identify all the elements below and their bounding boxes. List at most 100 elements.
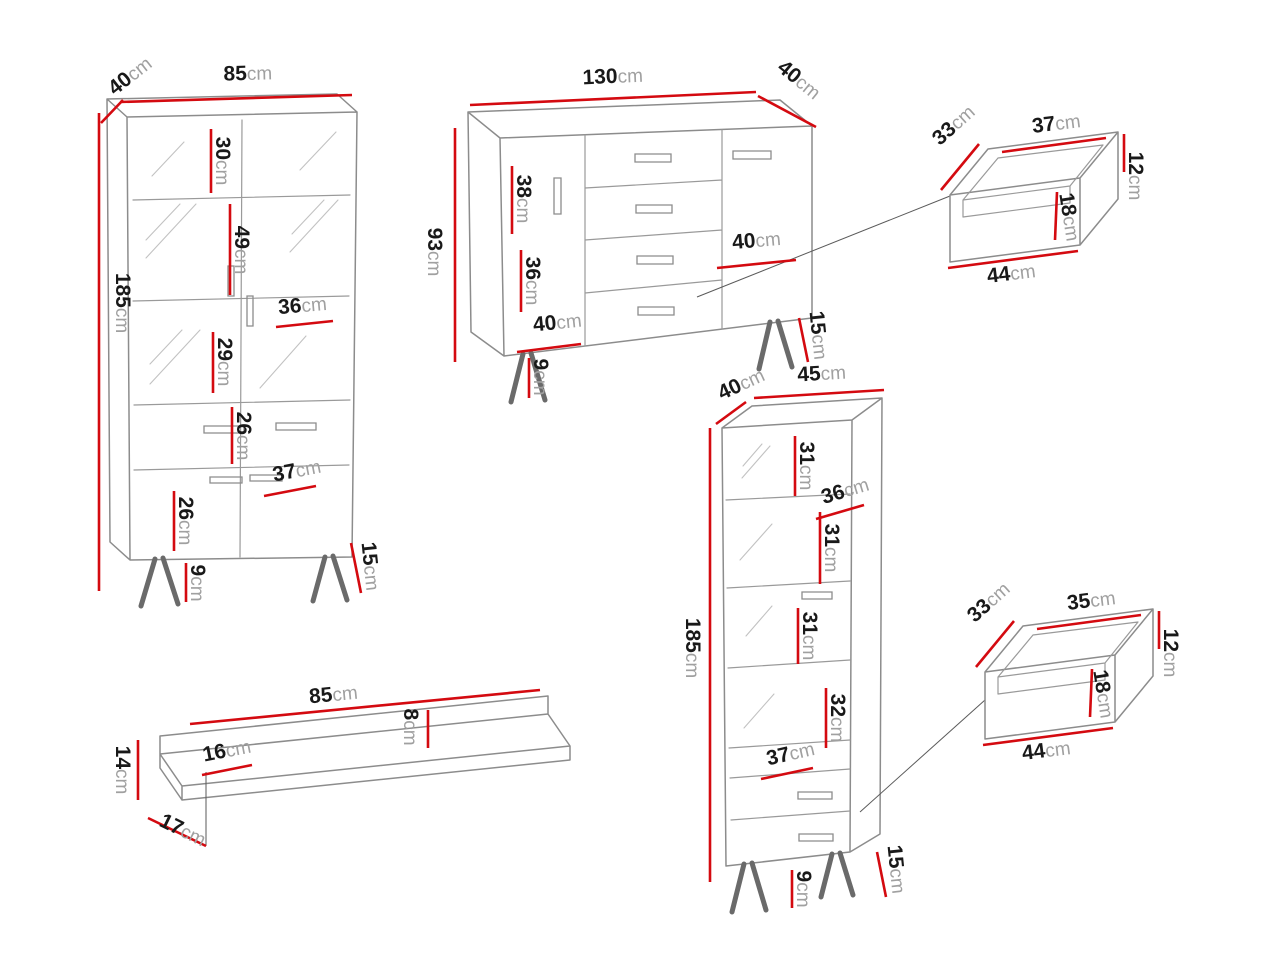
narrow-cabinet-inner-lines xyxy=(725,493,851,821)
dim-unit: cm xyxy=(174,520,195,545)
dim-shelf-1: 31cm xyxy=(795,442,818,491)
dim-unit: cm xyxy=(885,867,909,894)
dim-unit: cm xyxy=(224,737,253,762)
dim-unit: cm xyxy=(795,465,816,490)
dim-line-shelf-inner-width xyxy=(201,763,253,777)
dim-unit: cm xyxy=(792,882,813,907)
dim-value: 40 xyxy=(731,229,756,254)
dim-shelf-inner-width: 16cm xyxy=(201,735,253,767)
dim-shelf-3: 31cm xyxy=(798,612,821,661)
dim-value: 12 xyxy=(1124,152,1147,175)
dim-value: 18 xyxy=(1088,668,1114,695)
drawer-box-top: 33cm 37cm 12cm 18cm 44cm xyxy=(928,102,1147,288)
dim-shelf-board-thickness: 8cm xyxy=(399,708,422,745)
dim-line-drawer-top-width xyxy=(1001,136,1107,154)
dim-unit: cm xyxy=(230,249,251,274)
dim-value: 29 xyxy=(213,338,236,361)
dim-drawer-bottom-depth: 33cm xyxy=(963,577,1015,627)
dim-unit: cm xyxy=(617,66,643,88)
drawer-top-outline xyxy=(949,131,1119,263)
dim-shelf-width: 36cm xyxy=(818,473,871,509)
dim-unit: cm xyxy=(841,475,871,502)
dim-unit: cm xyxy=(798,635,819,660)
glass-hatch-lines xyxy=(145,131,339,389)
dim-narrow-height: 185cm xyxy=(681,618,704,678)
dim-unit: cm xyxy=(512,198,533,223)
dim-door-inner-width: 36cm xyxy=(277,292,328,319)
dim-value: 185 xyxy=(681,618,704,653)
dim-shelf-depth: 17cm xyxy=(156,809,210,851)
dim-value: 26 xyxy=(174,497,197,520)
dim-drawer-width: 40cm xyxy=(731,227,782,254)
dim-glass-section: 49cm xyxy=(230,226,253,275)
dim-line-drawer-top-front-width xyxy=(947,249,1079,270)
dim-sideboard-height: 93cm xyxy=(423,228,446,277)
narrow-cabinet: 40cm 45cm 185cm 31cm 36cm 31cm 31cm 32cm… xyxy=(681,361,986,915)
dim-line-drawer-bottom-front-width xyxy=(982,726,1114,747)
sideboard: 130cm 40cm 93cm 38cm 36cm 40cm 40cm 9cm … xyxy=(423,56,951,405)
dim-unit: cm xyxy=(111,769,132,794)
dim-middle-section: 29cm xyxy=(213,338,236,387)
dim-drawer-top-back-height: 12cm xyxy=(1124,152,1147,201)
dim-value: 31 xyxy=(798,612,821,636)
dim-value: 31 xyxy=(820,524,843,548)
dim-unit: cm xyxy=(555,311,582,335)
dim-line-narrow-depth xyxy=(715,400,747,426)
dim-drawer-bottom-back-height: 12cm xyxy=(1159,629,1182,678)
dim-line-shelf-width xyxy=(189,688,541,726)
dim-unit: cm xyxy=(186,576,207,601)
dim-narrow-width: 45cm xyxy=(797,361,847,387)
dim-value: 35 xyxy=(1066,589,1092,615)
dim-line-bottom-door-width xyxy=(263,484,317,498)
dim-unit: cm xyxy=(521,280,542,305)
dim-shelf-4: 32cm xyxy=(826,694,849,743)
drawer-bottom-inner-rim xyxy=(997,621,1139,695)
drawer-detail-leader-line xyxy=(859,699,986,813)
dim-line-sideboard-depth xyxy=(757,94,817,129)
dim-line-leg-height-side xyxy=(349,542,363,594)
dim-value: 36 xyxy=(277,294,302,319)
dim-value: 40 xyxy=(532,311,558,336)
dim-drawer-top-front-height: 18cm xyxy=(1054,191,1084,243)
dim-value: 36 xyxy=(521,257,544,280)
dim-value: 85 xyxy=(223,62,247,86)
sideboard-handles xyxy=(553,150,772,316)
dim-unit: cm xyxy=(294,457,323,482)
dim-display-cabinet-width: 85cm xyxy=(223,61,272,85)
dim-leg-height: 9cm xyxy=(186,564,209,601)
dim-value: 185 xyxy=(111,273,134,308)
dim-drawer-bottom-front-width: 44cm xyxy=(1021,736,1072,765)
dim-unit: cm xyxy=(331,683,358,706)
dim-value: 31 xyxy=(795,442,818,466)
dim-top-section: 30cm xyxy=(211,137,234,186)
dim-line-narrow-width xyxy=(753,388,885,400)
dim-line-drawer-bottom-depth xyxy=(974,620,1016,668)
dim-shelf-height: 14cm xyxy=(111,746,134,795)
dim-unit: cm xyxy=(423,251,444,276)
dim-value: 44 xyxy=(1021,739,1047,765)
dim-unit: cm xyxy=(247,63,273,85)
dim-drawer-top-width: 37cm xyxy=(1031,109,1082,138)
dim-line-sideboard-width xyxy=(469,90,757,107)
dim-line-shelf-width xyxy=(815,503,865,521)
dim-line-narrow-door-width xyxy=(760,766,814,781)
dim-value: 44 xyxy=(986,262,1012,288)
cabinet-legs xyxy=(138,553,350,609)
dim-value: 30 xyxy=(211,137,234,160)
dim-unit: cm xyxy=(807,333,831,360)
dim-line-drawer-top-front-height xyxy=(1053,191,1059,241)
dim-value: 38 xyxy=(512,175,535,199)
dim-display-cabinet-height: 185cm xyxy=(111,273,134,333)
dim-unit: cm xyxy=(1058,215,1083,243)
dim-drawer-height: 26cm xyxy=(232,412,255,461)
drawer-box-bottom: 33cm 35cm 12cm 18cm 44cm xyxy=(963,577,1182,765)
dim-narrow-door-width: 37cm xyxy=(764,737,817,770)
dim-unit: cm xyxy=(1009,261,1037,285)
dim-unit: cm xyxy=(1089,588,1117,612)
dim-display-cabinet-depth: 40cm xyxy=(104,52,157,100)
dim-bottom-section: 26cm xyxy=(174,497,197,546)
dim-value: 45 xyxy=(797,362,822,386)
dim-value: 9 xyxy=(186,564,209,576)
